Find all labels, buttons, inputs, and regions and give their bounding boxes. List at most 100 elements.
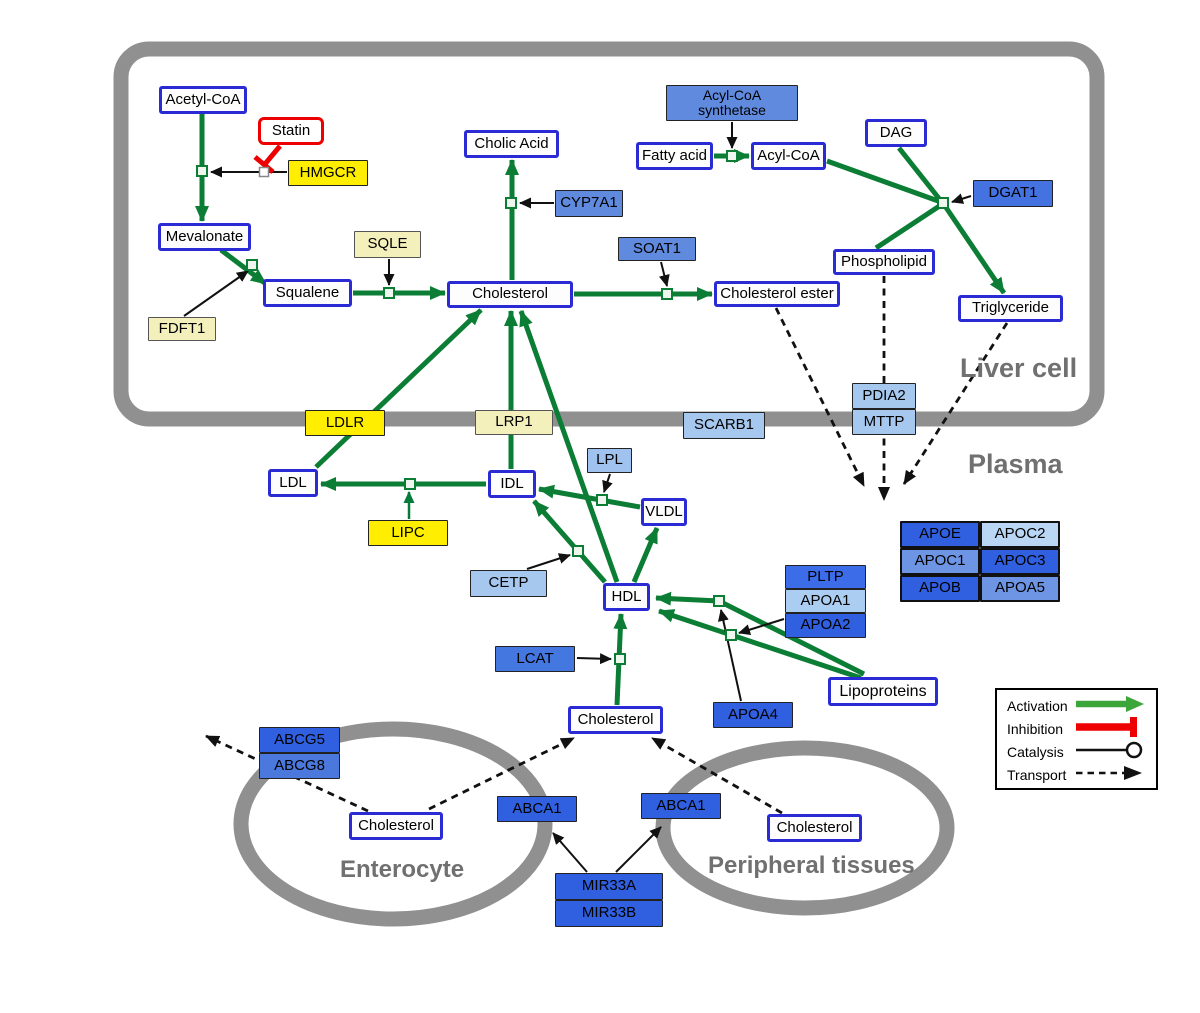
node-mevalonate[interactable]: Mevalonate (158, 223, 251, 251)
node-apob[interactable]: APOB (900, 575, 980, 602)
relation-anchor (614, 653, 626, 665)
node-triglyceride[interactable]: Triglyceride (958, 295, 1063, 322)
node-apoa5[interactable]: APOA5 (980, 575, 1060, 602)
node-scarb1[interactable]: SCARB1 (683, 412, 765, 439)
node-sqle[interactable]: SQLE (354, 231, 421, 258)
activation-icon (1074, 694, 1146, 717)
relation-anchor (725, 629, 737, 641)
edge-tra-41 (428, 736, 575, 811)
node-phospholipid[interactable]: Phospholipid (833, 249, 935, 275)
edge-tra-37 (774, 307, 866, 487)
node-soat1[interactable]: SOAT1 (618, 237, 696, 261)
node-ldl[interactable]: LDL (268, 469, 318, 497)
node-lcat[interactable]: LCAT (495, 646, 575, 672)
legend-item-transport: Transport (1007, 763, 1146, 786)
edge-cat-31 (738, 618, 785, 635)
node-apoa4[interactable]: APOA4 (713, 702, 793, 728)
node-hmgcr[interactable]: HMGCR (288, 160, 368, 186)
edge-act-10 (314, 308, 483, 469)
edge-cat-26 (951, 193, 972, 204)
legend-label-catalysis: Catalysis (1007, 743, 1064, 760)
legend-label-activation: Activation (1007, 697, 1068, 714)
node-apoc1[interactable]: APOC1 (900, 548, 980, 575)
edge-act-16 (631, 527, 660, 583)
compartment-label-1: Plasma (968, 449, 1063, 479)
relation-anchor (937, 197, 949, 209)
compartment-2 (655, 740, 955, 916)
node-abca1-right[interactable]: ABCA1 (641, 793, 721, 819)
inhibition-icon (1074, 717, 1146, 740)
legend-item-inhibition: Inhibition (1007, 717, 1146, 740)
edge-cat-27 (602, 473, 613, 493)
edge-cat-30 (576, 653, 612, 665)
node-squalene[interactable]: Squalene (263, 279, 352, 307)
node-apoa2[interactable]: APOA2 (785, 613, 866, 638)
edge-cat-32 (717, 609, 742, 702)
node-idl[interactable]: IDL (488, 470, 536, 498)
node-cyp7a1[interactable]: CYP7A1 (555, 190, 623, 217)
node-mir33a[interactable]: MIR33A (555, 873, 663, 900)
node-pdia2[interactable]: PDIA2 (852, 383, 916, 409)
edge-act-7 (897, 146, 943, 203)
legend-label-inhibition: Inhibition (1007, 720, 1064, 737)
node-lrp1[interactable]: LRP1 (475, 410, 553, 435)
node-cholesterol-enterocyte[interactable]: Cholesterol (349, 812, 443, 840)
edge-cat-24 (658, 261, 670, 287)
edge-tra-42 (651, 736, 783, 815)
edge-cat-34 (615, 826, 662, 873)
node-apoc2[interactable]: APOC2 (980, 521, 1060, 548)
node-abcg5[interactable]: ABCG5 (259, 727, 340, 753)
edge-inh-35 (263, 144, 282, 166)
node-hdl[interactable]: HDL (603, 583, 650, 611)
relation-anchor (572, 545, 584, 557)
node-abca1-left[interactable]: ABCA1 (497, 796, 577, 822)
edge-act-8 (874, 202, 943, 251)
node-cholesterol-ester[interactable]: Cholesterol ester (714, 281, 840, 307)
node-acetyl-coa[interactable]: Acetyl-CoA (159, 86, 247, 114)
edge-act-6 (826, 158, 942, 205)
node-apoe[interactable]: APOE (900, 521, 980, 548)
node-cholesterol-peripheral[interactable]: Cholesterol (767, 814, 862, 842)
edge-act-19 (658, 608, 862, 681)
node-acyl-coa[interactable]: Acyl-CoA (751, 142, 826, 170)
node-fdft1[interactable]: FDFT1 (148, 317, 216, 341)
edge-cat-33 (552, 832, 588, 873)
compartment-1 (233, 721, 553, 927)
node-pltp[interactable]: PLTP (785, 565, 866, 589)
inhibition-anchor (258, 166, 270, 178)
node-cholic-acid[interactable]: Cholic Acid (464, 130, 559, 158)
node-vldl[interactable]: VLDL (641, 498, 687, 526)
relation-anchor (505, 197, 517, 209)
node-dag[interactable]: DAG (865, 119, 927, 147)
node-apoa1[interactable]: APOA1 (785, 589, 866, 613)
compartment-label-3: Peripheral tissues (708, 852, 915, 879)
node-acyl-coa-synthetase[interactable]: Acyl-CoA synthetase (666, 85, 798, 121)
node-ldlr[interactable]: LDLR (305, 410, 385, 436)
node-cholesterol-plasma[interactable]: Cholesterol (568, 706, 663, 734)
edge-act-12 (518, 310, 620, 583)
legend-item-catalysis: Catalysis (1007, 740, 1146, 763)
node-dgat1[interactable]: DGAT1 (973, 180, 1053, 207)
node-abcg8[interactable]: ABCG8 (259, 753, 340, 779)
node-mttp[interactable]: MTTP (852, 409, 916, 435)
compartment-label-0: Liver cell (960, 353, 1078, 383)
node-fatty-acid[interactable]: Fatty acid (636, 142, 713, 170)
relation-anchor (196, 165, 208, 177)
relation-anchor (596, 494, 608, 506)
relation-anchor (246, 259, 258, 271)
edge-act-9 (942, 204, 1007, 295)
node-lipoproteins[interactable]: Lipoproteins (828, 677, 938, 706)
node-cholesterol-liver[interactable]: Cholesterol (447, 281, 573, 308)
node-lpl[interactable]: LPL (587, 448, 632, 473)
node-statin[interactable]: Statin (258, 117, 324, 145)
edge-act-15 (532, 499, 607, 584)
node-mir33b[interactable]: MIR33B (555, 900, 663, 927)
node-apoc3[interactable]: APOC3 (980, 548, 1060, 575)
legend-label-transport: Transport (1007, 766, 1067, 783)
node-lipc[interactable]: LIPC (368, 520, 448, 546)
edge-tra-39 (902, 322, 1009, 485)
relation-anchor (713, 595, 725, 607)
edge-inh-36 (253, 155, 275, 174)
node-cetp[interactable]: CETP (470, 570, 547, 597)
